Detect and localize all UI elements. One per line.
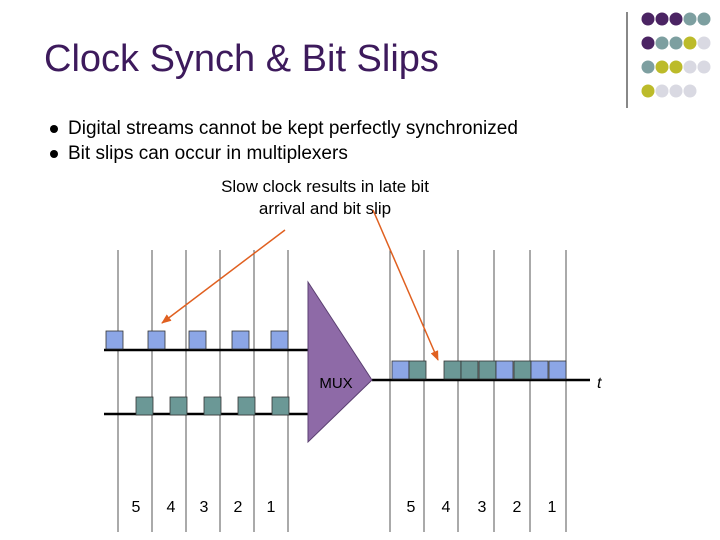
stream-a-bit (270, 330, 289, 350)
stream-b-bit (203, 396, 222, 416)
time-axis-label: t (597, 375, 602, 392)
logo-dot (641, 36, 655, 50)
logo-dot (697, 12, 711, 26)
logo-dot (641, 60, 655, 74)
bullet-text: Digital streams cannot be kept perfectly… (68, 118, 518, 139)
logo-dot (669, 12, 683, 26)
logo-dot (683, 60, 697, 74)
logo-dot (683, 84, 697, 98)
stream-b-bit (135, 396, 154, 416)
logo-dot (655, 60, 669, 74)
callout-arrow-output (372, 209, 439, 361)
bullet-text: Bit slips can occur in multiplexers (68, 143, 348, 164)
input-slot-label: 4 (167, 499, 176, 516)
callout-arrow-input (161, 229, 286, 324)
logo-dot (641, 12, 655, 26)
logo-dot (655, 84, 669, 98)
logo-dot (655, 36, 669, 50)
callout-text: Slow clock results in late bit arrival a… (221, 177, 429, 218)
slide-title: Clock Synch & Bit Slips (44, 38, 439, 80)
output-bit (495, 360, 514, 380)
output-slot-label: 4 (442, 499, 451, 516)
decorative-divider (626, 12, 628, 108)
output-slot-label: 2 (513, 499, 522, 516)
bullet-list: Digital streams cannot be kept perfectly… (50, 116, 518, 166)
output-slot-label: 1 (548, 499, 557, 516)
output-slot-label: 3 (478, 499, 487, 516)
input-slot-label: 1 (267, 499, 276, 516)
output-bit (443, 360, 462, 380)
logo-dot (697, 36, 711, 50)
stream-a-bit (147, 330, 166, 350)
output-bit (530, 360, 549, 380)
stream-b-bit (271, 396, 290, 416)
output-bit (513, 360, 532, 380)
mux-block (307, 280, 373, 444)
bullet-dot-icon (50, 150, 58, 158)
logo-dot (697, 60, 711, 74)
input-slot-label: 2 (234, 499, 243, 516)
logo-dot (669, 84, 683, 98)
logo-dot (669, 60, 683, 74)
output-bit (408, 360, 427, 380)
output-slot-label: 5 (407, 499, 416, 516)
input-slot-label: 3 (200, 499, 209, 516)
stream-a-bit (188, 330, 207, 350)
stream-a-bit (105, 330, 124, 350)
bullet-item: Bit slips can occur in multiplexers (50, 141, 518, 166)
mux-label: MUX (319, 375, 352, 392)
input-slot-label: 5 (132, 499, 141, 516)
bullet-dot-icon (50, 125, 58, 133)
output-bit (460, 360, 479, 380)
output-bit (478, 360, 497, 380)
logo-dot (683, 36, 697, 50)
stream-a-bit (231, 330, 250, 350)
bullet-item: Digital streams cannot be kept perfectly… (50, 116, 518, 141)
logo-dot (641, 84, 655, 98)
stream-b-bit (169, 396, 188, 416)
logo-dot (683, 12, 697, 26)
output-bit (391, 360, 410, 380)
stream-b-bit (237, 396, 256, 416)
logo-dot (669, 36, 683, 50)
output-bit (548, 360, 567, 380)
logo-dot (655, 12, 669, 26)
